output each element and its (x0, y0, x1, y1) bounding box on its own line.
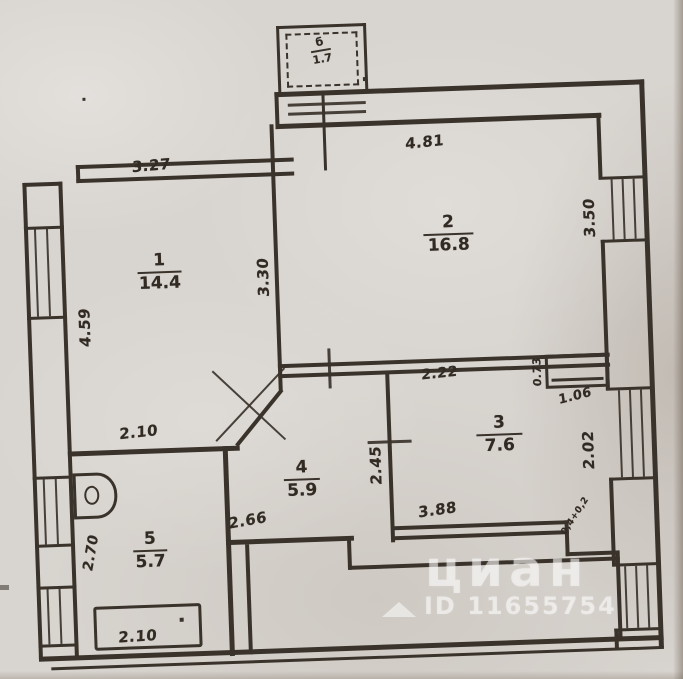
room-area: 14.4 (138, 272, 182, 295)
wall-segment (600, 238, 649, 243)
window-icon (610, 179, 615, 240)
dim-room2-top: 4.81 (405, 130, 445, 154)
dim-room1-right: 3.30 (253, 257, 273, 298)
dim-closet-depth: 0.73 (530, 356, 545, 387)
watermark-brand: циан (425, 540, 590, 598)
window-icon (624, 566, 629, 629)
watermark-logo: циан (382, 540, 590, 617)
dim-room1-left: 4.59 (75, 307, 95, 348)
dim-room3-right: 2.02 (578, 429, 599, 471)
dim-room3-top: 2.22 (421, 363, 458, 384)
room-number: 1 (152, 250, 166, 271)
window-icon (628, 389, 634, 477)
scan-artifact (0, 671, 683, 679)
dim-room1-top: 3.27 (131, 154, 171, 177)
window-icon (46, 588, 51, 645)
room-label-3: 3 7.6 (471, 412, 528, 457)
room-number: 4 (295, 457, 308, 478)
wall-segment (75, 157, 294, 170)
scan-artifact (179, 617, 184, 622)
window-icon (287, 101, 366, 107)
wall-segment (22, 181, 63, 188)
wall-segment (596, 112, 603, 179)
scan-artifact (362, 76, 367, 82)
room-number: 2 (441, 212, 455, 233)
wall-segment (67, 445, 240, 457)
wall-segment (23, 225, 64, 231)
room-label-balcony: б 1.7 (302, 34, 340, 67)
wall-segment (245, 544, 253, 655)
dim-room2-right: 3.50 (579, 197, 600, 238)
window-icon (632, 178, 637, 239)
wall-segment (38, 643, 79, 648)
window-icon (621, 179, 626, 240)
room-area: 7.6 (484, 435, 516, 457)
room-label-5: 5 5.7 (121, 528, 180, 573)
wall-segment (34, 543, 76, 548)
dim-room3-bottom: 3.88 (417, 497, 458, 522)
wall-segment (36, 585, 77, 590)
watermark-id: ID 11655754 (424, 592, 617, 620)
dim-hall-top: 2.10 (119, 421, 159, 444)
wall-segment (385, 372, 396, 543)
wall-segment (393, 530, 569, 541)
scan-artifact (82, 97, 86, 101)
room-area: 16.8 (427, 234, 471, 256)
window-icon (646, 565, 651, 628)
wall-segment (274, 92, 280, 130)
room-area: 5.9 (286, 479, 318, 501)
wall-segment (75, 165, 81, 184)
dim-room4-height: 2.45 (366, 445, 386, 486)
window-icon (639, 389, 645, 477)
wall-segment (222, 446, 235, 657)
window-icon (58, 587, 63, 644)
window-icon (42, 478, 47, 545)
dim-bathtub: 2.10 (118, 625, 158, 647)
room-number: 3 (492, 412, 506, 433)
window-icon (45, 228, 52, 317)
dim-closet-width: 1.06 (557, 384, 593, 408)
room-area: 5.7 (135, 551, 167, 573)
room-label-2: 2 16.8 (418, 212, 479, 256)
scan-artifact (0, 585, 9, 590)
scan-artifact (673, 0, 683, 679)
dimension-tick (327, 348, 332, 389)
wall-segment (225, 535, 355, 546)
window-icon (635, 565, 640, 628)
dim-room4-width: 2.66 (227, 507, 268, 533)
closet-outline (544, 352, 610, 389)
window-icon (617, 390, 623, 478)
dim-bath-left: 2.70 (80, 532, 103, 574)
wall-segment (76, 171, 295, 184)
room-label-1: 1 14.4 (131, 250, 188, 295)
dim-corner-note: 0,4+0,2 (559, 495, 592, 538)
window-icon (33, 228, 40, 317)
window-icon (54, 478, 59, 545)
room-number: 5 (143, 528, 157, 550)
wall-segment (608, 476, 658, 481)
room-label-4: 4 5.9 (274, 457, 329, 501)
wall-segment (27, 315, 68, 320)
window-icon (288, 110, 367, 116)
house-icon (382, 543, 416, 617)
wall-segment (32, 475, 73, 480)
wall-segment (393, 520, 569, 531)
